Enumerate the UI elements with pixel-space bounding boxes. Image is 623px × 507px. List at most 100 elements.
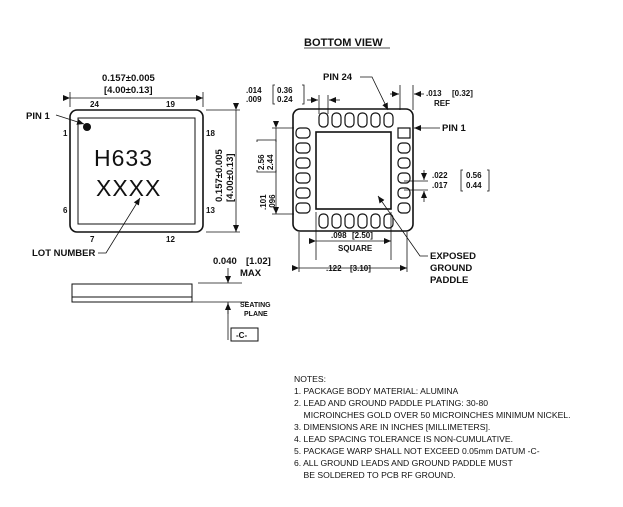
pin24-label: PIN 24 xyxy=(323,72,353,83)
view-title: BOTTOM VIEW xyxy=(304,37,383,49)
paddle-dim-mm: [2.50] xyxy=(352,231,373,240)
pitch-in-min: .096 xyxy=(268,194,277,210)
lead-len-bracket-right xyxy=(487,169,490,192)
lead-pads xyxy=(295,112,411,229)
span-dim-in: .122 xyxy=(326,264,342,273)
lead-pad-left xyxy=(295,202,311,214)
ref-dim-mm: [0.32] xyxy=(452,89,473,98)
lead-pad-bottom xyxy=(344,213,355,229)
lead-pad-bottom xyxy=(331,213,342,229)
lead-pad-left xyxy=(295,142,311,154)
lot-number-leader xyxy=(98,197,141,254)
lead-pad-top xyxy=(357,112,368,128)
lead-width-mm-min: 0.24 xyxy=(277,95,293,104)
datum-label: -C- xyxy=(236,331,247,340)
lead-pad-top xyxy=(331,112,342,128)
notes: NOTES: 1. PACKAGE BODY MATERIAL: ALUMINA… xyxy=(294,374,570,480)
lead-pad-bottom xyxy=(318,213,329,229)
square-label: SQUARE xyxy=(338,244,373,253)
lead-pad-top xyxy=(383,112,394,128)
lead-pad-right xyxy=(397,142,411,154)
pitch-mm-max: 2.56 xyxy=(257,154,266,170)
top-pin-12: 12 xyxy=(166,235,175,244)
note-line: 4. LEAD SPACING TOLERANCE IS NON-CUMULAT… xyxy=(294,434,513,444)
top-lid-outline xyxy=(77,117,196,225)
top-pin1-leader xyxy=(55,114,85,125)
lead-pad-left xyxy=(295,172,311,184)
pitch-bracket-top xyxy=(256,139,277,142)
lead-len-mm-min: 0.44 xyxy=(466,181,482,190)
ref-dim-in: .013 xyxy=(426,89,442,98)
marking-line1: H633 xyxy=(94,145,153,171)
pitch-in-max: .101 xyxy=(259,194,268,210)
top-pin-1: 1 xyxy=(63,129,68,138)
pin24-leader xyxy=(360,76,389,111)
top-height-dim-mm: [4.00±0.13] xyxy=(225,153,236,202)
lead-pad-left xyxy=(295,127,311,139)
note-line: 6. ALL GROUND LEADS AND GROUND PADDLE MU… xyxy=(294,458,513,468)
top-pin-6: 6 xyxy=(63,206,68,215)
top-view: 0.157±0.005 [4.00±0.13] 24 19 1 6 18 13 … xyxy=(26,73,240,259)
paddle-dim-in: .098 xyxy=(331,231,347,240)
exposed-label-3: PADDLE xyxy=(430,275,468,286)
top-width-dim-mm: [4.00±0.13] xyxy=(104,85,153,96)
span-dim-mm: [3.10] xyxy=(350,264,371,273)
lead-pad-right xyxy=(397,187,411,199)
top-pin-19: 19 xyxy=(166,100,175,109)
side-base xyxy=(71,296,193,303)
top-pin1-label: PIN 1 xyxy=(26,111,50,122)
top-pin-13: 13 xyxy=(206,206,215,215)
exposed-ground-paddle xyxy=(315,131,392,210)
marking-line2: XXXX xyxy=(96,175,161,201)
datum-box xyxy=(230,327,259,342)
top-pin-7: 7 xyxy=(90,235,95,244)
lead-width-in-min: .009 xyxy=(246,95,262,104)
pin1-dot-icon xyxy=(83,123,91,131)
seating-label-1: SEATING xyxy=(240,302,271,309)
note-line: BE SOLDERED TO PCB RF GROUND. xyxy=(294,470,456,480)
top-package-body xyxy=(69,109,204,233)
side-view: 0.040 [1.02] MAX SEATING PLANE -C- xyxy=(71,256,271,342)
bottom-package-body xyxy=(292,108,414,232)
lead-pad-bottom xyxy=(370,213,381,229)
lead-pad-top xyxy=(318,112,329,128)
note-line: 5. PACKAGE WARP SHALL NOT EXCEED 0.05mm … xyxy=(294,446,540,456)
lead-len-in-min: .017 xyxy=(432,181,448,190)
lead-width-mm-max: 0.36 xyxy=(277,86,293,95)
lead-width-in-max: .014 xyxy=(246,86,262,95)
side-body xyxy=(71,283,193,298)
lot-number-label: LOT NUMBER xyxy=(32,248,95,259)
lead-pad-top xyxy=(370,112,381,128)
side-max-label: MAX xyxy=(240,268,262,279)
note-line: 1. PACKAGE BODY MATERIAL: ALUMINA xyxy=(294,386,459,396)
lead-pad-right xyxy=(397,172,411,184)
seating-label-2: PLANE xyxy=(244,311,268,318)
lead-width-bracket-right xyxy=(302,84,305,105)
lead-pad-right xyxy=(397,157,411,169)
bottom-view: PIN 24 .014 .009 0.36 0.24 .013 [0.32] R… xyxy=(246,72,490,286)
pitch-mm-min: 2.44 xyxy=(266,154,275,170)
lead-pad-left xyxy=(295,157,311,169)
lead-pad-right xyxy=(397,202,411,214)
bottom-pin1-label: PIN 1 xyxy=(442,123,466,134)
lead-pad-pin1 xyxy=(397,127,411,139)
exposed-leader xyxy=(377,195,428,257)
lead-pad-top xyxy=(344,112,355,128)
lead-width-bracket-left xyxy=(272,84,275,105)
top-pin-24: 24 xyxy=(90,100,99,109)
ref-label: REF xyxy=(434,99,450,108)
lead-len-in-max: .022 xyxy=(432,171,448,180)
exposed-label-2: GROUND xyxy=(430,263,472,274)
top-pin-18: 18 xyxy=(206,129,215,138)
top-width-dim-in: 0.157±0.005 xyxy=(102,73,155,84)
lead-len-mm-max: 0.56 xyxy=(466,171,482,180)
notes-header: NOTES: xyxy=(294,374,326,384)
lead-len-bracket-left xyxy=(460,169,463,192)
top-height-dim-in: 0.157±0.005 xyxy=(214,149,225,202)
exposed-label-1: EXPOSED xyxy=(430,251,476,262)
lead-pad-bottom xyxy=(357,213,368,229)
pitch-bracket-bottom xyxy=(256,170,277,173)
note-line: 3. DIMENSIONS ARE IN INCHES [MILLIMETERS… xyxy=(294,422,490,432)
